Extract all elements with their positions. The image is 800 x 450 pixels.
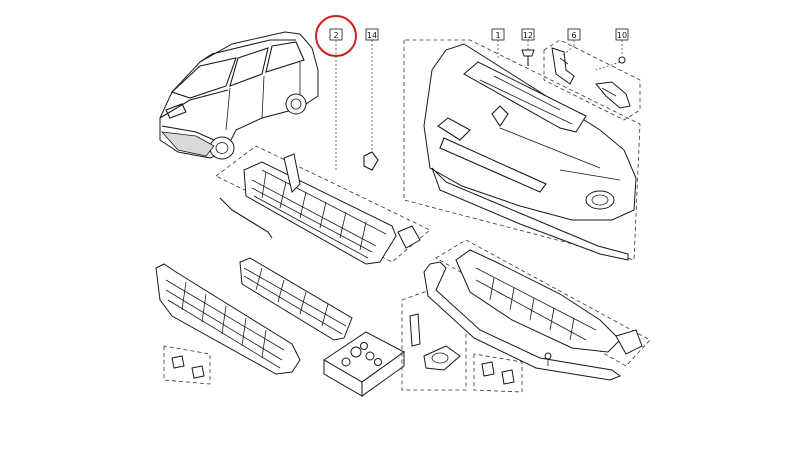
callout-6: 6 — [567, 28, 581, 46]
callout-2: 2 — [315, 15, 357, 170]
callout-label: 10 — [617, 31, 627, 40]
hardware-kit-box — [323, 331, 405, 397]
callout-1: 1 — [491, 28, 505, 41]
callout-12: 12 — [521, 28, 535, 66]
car-illustration — [159, 31, 319, 160]
callout-label: 1 — [495, 31, 500, 40]
callout-label: 2 — [333, 31, 338, 40]
callout-14: 14 — [363, 28, 379, 171]
mesh-grille-insert — [239, 257, 353, 341]
front-bumper — [403, 39, 641, 261]
lower-grille-left — [155, 263, 301, 375]
fog-lamp-bezel — [401, 289, 467, 391]
callout-10: 10 — [595, 28, 629, 71]
callout-label: 14 — [367, 31, 377, 40]
upper-grille-assembly — [215, 145, 431, 265]
leader-6 — [561, 45, 575, 57]
under-shield — [423, 239, 651, 381]
clip-set-right — [473, 353, 523, 393]
callout-label: 6 — [571, 31, 576, 40]
clip-set-left — [163, 345, 211, 385]
callout-label: 12 — [523, 31, 533, 40]
bumper-brackets — [543, 39, 641, 121]
